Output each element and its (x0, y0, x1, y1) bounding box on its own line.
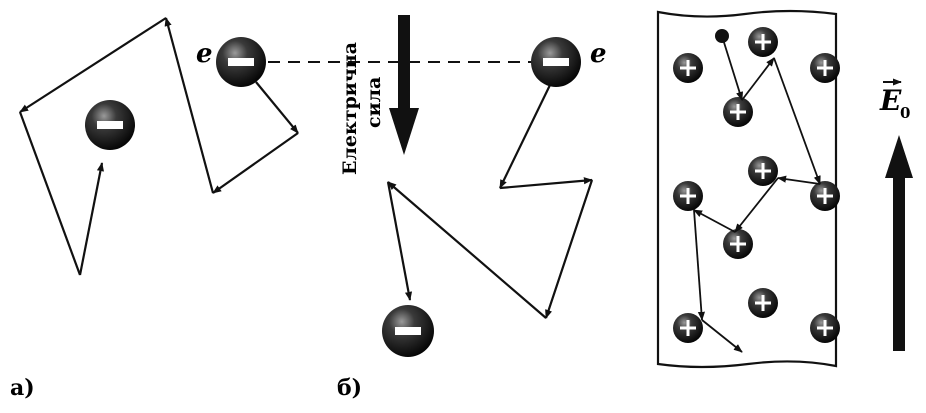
panel-a-path-segment (18, 111, 82, 276)
electron-icon (85, 100, 135, 150)
panel-c-path-segment (741, 57, 775, 101)
panel-a-path-segment (19, 17, 167, 113)
panel-a-path-segment (255, 81, 299, 134)
ion-icon (723, 229, 753, 259)
electron-icon (216, 37, 266, 87)
panel-a: e а) (10, 17, 299, 401)
panel-b-path-segment (499, 84, 551, 189)
panel-b: Електрична сила e б) (337, 15, 607, 401)
panel-b-label: б) (337, 375, 362, 401)
panel-a-random-path (78, 162, 104, 276)
ion-icon (810, 181, 840, 211)
electric-force-arrow (389, 15, 419, 155)
panel-b-path-segment (387, 181, 547, 319)
panel-c-path-segment (721, 35, 744, 101)
ion-icon (810, 313, 840, 343)
panel-c-path-segment (777, 175, 821, 185)
ion-icon (810, 53, 840, 83)
panel-b-electron-label: e (590, 39, 607, 69)
electron-icon (382, 305, 434, 357)
ion-icon (673, 53, 703, 83)
field-arrow (885, 135, 913, 351)
ion-icon (673, 313, 703, 343)
conductor-outline (656, 9, 838, 369)
ion-icon (673, 181, 703, 211)
panel-a-electron-label: e (196, 39, 213, 69)
panel-c-path-segment (734, 177, 779, 233)
panel-c-path-segment (693, 209, 736, 233)
panel-b-path-segment (544, 179, 594, 319)
panel-c-path-segment (773, 57, 821, 185)
ion-icon (723, 97, 753, 127)
field-label-symbol: E (879, 84, 902, 117)
force-label-line2: сила (363, 77, 385, 128)
ion-icon (748, 156, 778, 186)
force-label-line1: Електрична (339, 42, 361, 175)
panel-c-path-segment (701, 319, 743, 353)
panel-a-path-segment (164, 17, 215, 194)
field-label: E 0 (879, 78, 910, 122)
panel-a-label: а) (10, 375, 35, 401)
electron-icon (531, 37, 581, 87)
panel-c: E 0 (656, 9, 913, 369)
panel-c-path-segment (693, 209, 706, 321)
ion-icon (748, 27, 778, 57)
ion-icon (748, 288, 778, 318)
field-label-subscript: 0 (900, 104, 910, 122)
panel-b-path-segment (386, 181, 413, 301)
panel-a-path-segment (212, 132, 299, 194)
panel-b-path-segment (499, 177, 593, 190)
